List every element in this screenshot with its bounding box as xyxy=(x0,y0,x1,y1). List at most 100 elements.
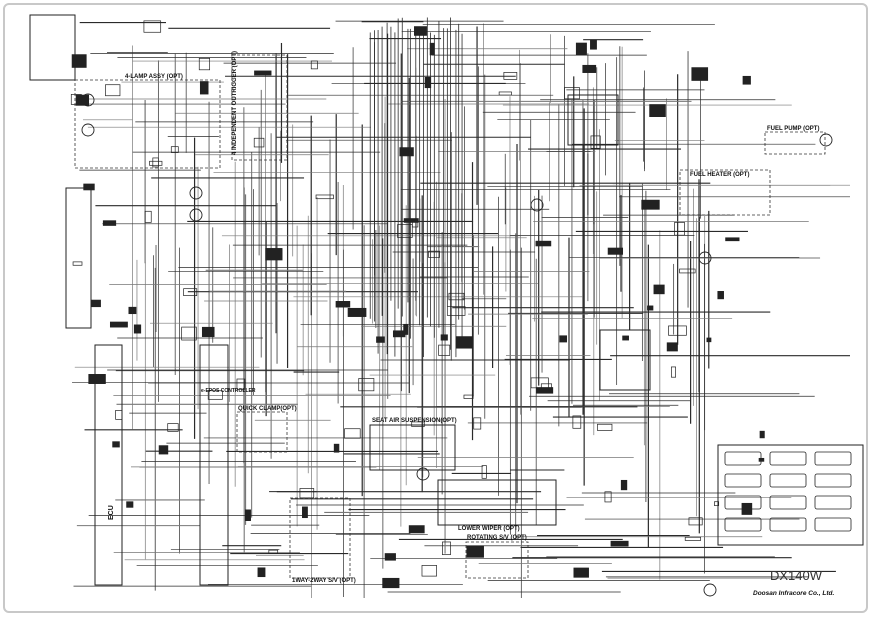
connector-pinout xyxy=(814,451,852,466)
connector xyxy=(411,421,425,427)
rotating-sv-label: ROTATING S/V (OPT) xyxy=(467,535,527,541)
epos-controller-box xyxy=(199,344,229,586)
connector xyxy=(170,146,179,153)
connector xyxy=(559,335,568,343)
connector xyxy=(128,306,137,315)
connector xyxy=(105,84,121,97)
connector xyxy=(706,337,712,343)
cluster-box xyxy=(65,187,92,329)
connector-pinout xyxy=(814,473,852,488)
connector xyxy=(149,160,163,166)
connector xyxy=(688,517,703,526)
connector xyxy=(302,506,308,519)
outrigger-label: 4 INDEPENDENT OUTRIGGER (OPT) xyxy=(232,51,238,155)
connector xyxy=(133,324,142,334)
connector xyxy=(573,567,589,578)
connector xyxy=(152,157,159,168)
connector xyxy=(403,323,409,335)
connector xyxy=(384,553,396,561)
connector xyxy=(572,415,582,429)
fuse-box xyxy=(567,94,619,146)
wires xyxy=(72,17,850,598)
connector xyxy=(455,336,473,349)
connector xyxy=(333,443,340,453)
relay-matrix-box xyxy=(599,329,651,391)
fuel-heater-box xyxy=(679,169,771,216)
connector xyxy=(144,210,152,223)
connector-pinout xyxy=(769,517,807,532)
connector xyxy=(382,577,400,589)
ecu-box xyxy=(94,344,123,586)
connector xyxy=(71,54,87,68)
connector xyxy=(347,307,367,317)
connector xyxy=(498,91,512,96)
connector xyxy=(653,284,665,295)
connector xyxy=(88,374,106,384)
connector xyxy=(183,288,198,296)
outrigger-box xyxy=(231,54,288,161)
connector xyxy=(440,334,448,341)
epos-controller-label: e-EPOS CONTROLLER xyxy=(201,388,256,394)
connector xyxy=(691,67,709,81)
motor-symbol xyxy=(416,467,430,481)
fuel-pump-label: FUEL PUMP (OPT) xyxy=(767,126,819,132)
connector-pinout xyxy=(724,451,762,466)
connector xyxy=(376,336,385,343)
connector xyxy=(112,441,120,448)
connector xyxy=(207,390,223,400)
connector xyxy=(742,75,751,85)
connector xyxy=(717,291,724,300)
connector xyxy=(463,394,474,399)
connector xyxy=(70,94,82,105)
connector xyxy=(143,20,162,33)
quick-clamp-box xyxy=(236,411,288,453)
manufacturer-name: Doosan Infracore Co., Ltd. xyxy=(753,590,834,597)
motor-symbol xyxy=(530,198,544,212)
connector xyxy=(253,137,265,148)
connector xyxy=(72,261,83,266)
connector xyxy=(442,541,451,556)
connector xyxy=(759,430,765,439)
connector xyxy=(315,194,334,200)
four-lamp-assy-box xyxy=(74,79,221,169)
oneway-twoway-sv-box xyxy=(289,497,351,579)
connector xyxy=(674,222,685,236)
fuel-pump-box xyxy=(764,131,826,155)
connector xyxy=(424,77,432,89)
motor-symbol xyxy=(189,186,203,200)
connector xyxy=(115,410,123,420)
connector xyxy=(503,72,518,80)
connector-pinout xyxy=(769,451,807,466)
connector xyxy=(725,237,740,242)
connector xyxy=(666,342,678,352)
connector xyxy=(403,218,419,223)
connector xyxy=(428,250,440,258)
connector xyxy=(535,240,552,247)
connector xyxy=(201,326,215,337)
connector-pinout xyxy=(769,473,807,488)
motor-symbol xyxy=(81,93,95,107)
connector xyxy=(684,536,701,541)
components xyxy=(70,20,852,597)
connector xyxy=(90,299,101,308)
connector-pinout xyxy=(769,495,807,510)
connector xyxy=(257,567,266,578)
connector xyxy=(668,325,687,336)
quick-clamp-label: QUICK CLAMP(OPT) xyxy=(238,406,297,412)
connector xyxy=(102,220,117,226)
connector xyxy=(597,423,613,431)
motor-symbol xyxy=(819,133,833,147)
connector xyxy=(408,525,425,534)
connector xyxy=(265,248,283,261)
page-border xyxy=(3,3,868,613)
connector xyxy=(610,540,629,547)
connector xyxy=(109,321,128,328)
fuel-heater-label: FUEL HEATER (OPT) xyxy=(690,172,749,178)
connector xyxy=(622,335,629,341)
connector xyxy=(473,417,482,430)
connector xyxy=(641,199,660,210)
connector xyxy=(245,509,251,521)
connector xyxy=(448,292,465,301)
motor-symbol xyxy=(81,123,95,137)
connector xyxy=(714,501,720,506)
